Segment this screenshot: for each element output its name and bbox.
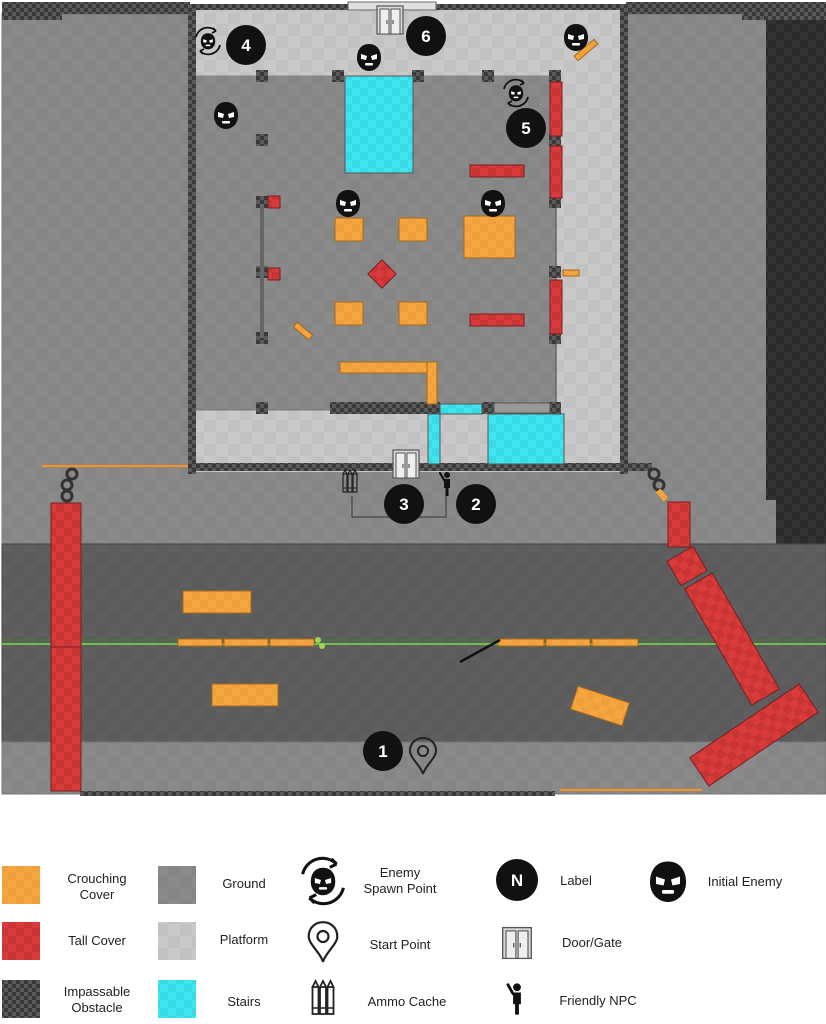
svg-text:Ground: Ground: [222, 876, 265, 891]
legend-initial-enemy: Initial Enemy: [650, 861, 783, 902]
svg-text:Enemy: Enemy: [380, 865, 421, 880]
svg-text:N: N: [511, 871, 523, 890]
tall-column-left-bottom: [50, 646, 82, 792]
legend-ground: Ground: [158, 866, 266, 904]
fences: [42, 464, 702, 796]
dark-strip: [766, 14, 826, 544]
svg-text:6: 6: [421, 27, 430, 46]
svg-text:Spawn Point: Spawn Point: [364, 881, 437, 896]
legend-ammo-cache: Ammo Cache: [311, 980, 447, 1015]
legend-start-point: Start Point: [307, 921, 431, 963]
svg-text:4: 4: [241, 36, 251, 55]
legend-friendly-npc: Friendly NPC: [506, 981, 637, 1017]
map-area: 1 2 3 4 5 6: [0, 0, 826, 797]
stairs-small-v: [427, 413, 441, 465]
tall-barrier-right: [666, 501, 819, 787]
legend-platform: Platform: [158, 922, 268, 960]
map-label-1: 1: [363, 731, 403, 771]
door-icon: [392, 449, 420, 479]
svg-text:Crouching: Crouching: [67, 871, 126, 886]
svg-text:Obstacle: Obstacle: [71, 1000, 122, 1015]
legend: Crouching Cover Tall Cover Impassable Ob…: [2, 858, 783, 1018]
stairs-top: [344, 75, 414, 174]
door-icon: [376, 5, 404, 35]
map-label-4: 4: [226, 25, 266, 65]
map-label-5: 5: [506, 108, 546, 148]
svg-text:1: 1: [378, 742, 387, 761]
svg-text:2: 2: [471, 495, 480, 514]
svg-text:Door/Gate: Door/Gate: [562, 935, 622, 950]
top-wall-right: [742, 2, 826, 20]
svg-text:Cover: Cover: [80, 887, 115, 902]
svg-text:Stairs: Stairs: [227, 994, 261, 1009]
svg-text:Friendly NPC: Friendly NPC: [559, 993, 636, 1008]
legend-door-gate: Door/Gate: [502, 926, 622, 960]
map-label-3: 3: [384, 484, 424, 524]
svg-text:Label: Label: [560, 873, 592, 888]
tall-covers-inside: [267, 81, 563, 335]
stairs-small-h: [439, 403, 483, 415]
map-label-6: 6: [406, 16, 446, 56]
svg-text:3: 3: [399, 495, 408, 514]
road-covers: [177, 590, 639, 727]
svg-text:Initial Enemy: Initial Enemy: [708, 874, 783, 889]
enemy-icon: [357, 44, 381, 71]
legend-enemy-spawn: Enemy Spawn Point: [303, 858, 437, 903]
building-wall-bottom: [190, 463, 652, 471]
legend-stairs: Stairs: [158, 980, 261, 1018]
svg-text:Tall Cover: Tall Cover: [68, 933, 126, 948]
enemy-icon: [214, 102, 238, 129]
svg-text:5: 5: [521, 119, 530, 138]
enemy-icon: [336, 190, 360, 217]
building-wall-left: [188, 4, 196, 474]
svg-text:Impassable: Impassable: [64, 984, 130, 999]
legend-crouching-cover: Crouching Cover: [2, 866, 127, 904]
crouch-covers-inside: [292, 38, 599, 405]
svg-text:Start Point: Start Point: [370, 937, 431, 952]
svg-text:Platform: Platform: [220, 932, 268, 947]
building-wall-right: [620, 4, 628, 474]
enemy-icon: [481, 190, 505, 217]
map-label-2: 2: [456, 484, 496, 524]
legend-label: N Label: [496, 859, 592, 901]
legend-impassable: Impassable Obstacle: [2, 980, 130, 1018]
stairs-bottom: [487, 413, 565, 465]
pillars: [256, 70, 561, 414]
top-wall-left: [2, 2, 62, 20]
legend-tall-cover: Tall Cover: [2, 922, 127, 960]
svg-text:Ammo Cache: Ammo Cache: [368, 994, 447, 1009]
tall-column-left-top: [50, 502, 82, 648]
enemy-icon: [564, 24, 588, 51]
